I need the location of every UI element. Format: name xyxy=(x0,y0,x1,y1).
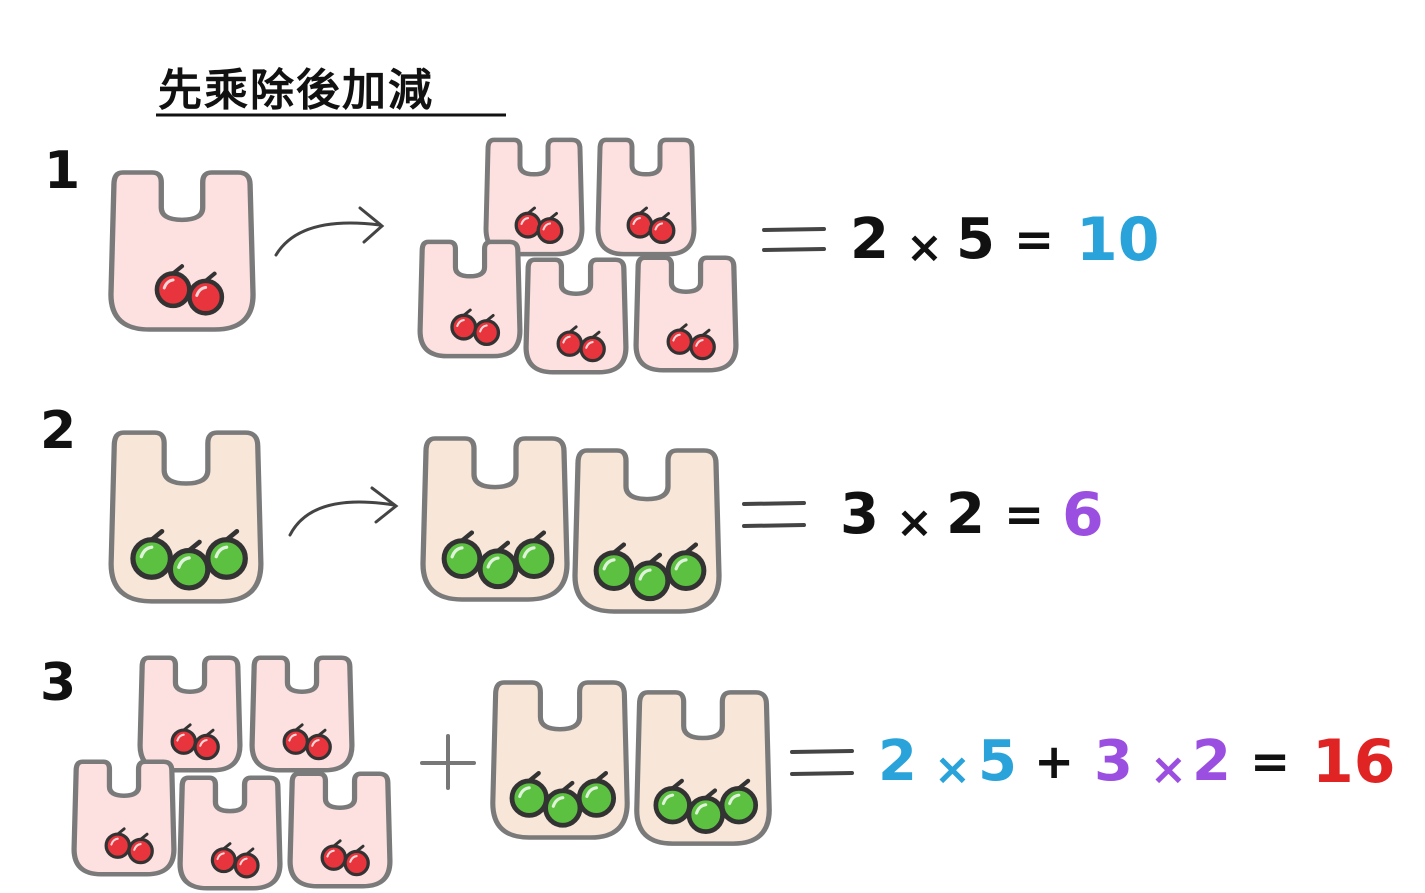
apple-icon xyxy=(343,844,370,877)
row-3-eq: = xyxy=(1250,734,1290,790)
apple-icon xyxy=(536,211,564,245)
apple-icon xyxy=(689,328,716,361)
row-3-plus-sign xyxy=(420,734,476,790)
apple-icon xyxy=(473,313,501,347)
row-1-eq: = xyxy=(1014,212,1054,268)
apple-icon xyxy=(629,552,671,602)
apple-icon xyxy=(193,728,220,761)
row-2-eq: = xyxy=(1004,487,1044,543)
row-3-factor-d: 2 xyxy=(1192,729,1231,794)
row-2-result: 6 xyxy=(1062,480,1104,550)
apple-icon xyxy=(282,723,309,755)
row-3-equation: 2 × 5 + 3 × 2 = 16 xyxy=(790,727,1396,797)
row-2-equation: 3 × 2 = 6 xyxy=(742,480,1104,550)
row-3-big-equals xyxy=(790,749,854,776)
apple-icon xyxy=(666,323,693,355)
apple-icon xyxy=(233,847,260,879)
row-1-times: × xyxy=(906,222,943,273)
row-3-red-bag xyxy=(74,762,174,874)
apple-icon xyxy=(665,542,707,591)
row-3-factor-c: 3 xyxy=(1094,729,1133,794)
row-3-index: 3 xyxy=(40,653,76,713)
arrow-row-2 xyxy=(288,486,399,537)
row-2-index: 2 xyxy=(40,401,76,461)
row-1-index: 1 xyxy=(44,141,80,201)
row-1-single-red-bag xyxy=(111,172,253,329)
page-title: 先乘除後加減 xyxy=(158,65,434,116)
apple-icon xyxy=(441,530,483,579)
row-3-times-2: × xyxy=(1150,744,1187,795)
row-3-result: 16 xyxy=(1312,727,1396,797)
row-3-red-bag xyxy=(140,658,240,770)
apple-icon xyxy=(576,771,617,818)
row-3-red-bag xyxy=(290,774,390,886)
row-2-factor-b: 2 xyxy=(946,482,985,547)
apple-icon xyxy=(648,211,676,245)
row-3-plus: + xyxy=(1034,734,1074,790)
apple-icon xyxy=(205,528,248,580)
row-3-factor-b: 5 xyxy=(978,729,1017,794)
apple-icon xyxy=(210,842,237,874)
row-1-factor-b: 5 xyxy=(956,207,995,272)
apple-icon xyxy=(305,728,332,761)
row-1-red-bag xyxy=(598,140,694,254)
apple-icon xyxy=(579,330,606,363)
row-2-green-bag xyxy=(575,451,719,612)
row-2-green-bag xyxy=(423,439,567,600)
row-2-times: × xyxy=(896,497,933,548)
row-1-equation: 2 × 5 = 10 xyxy=(762,205,1160,275)
apple-icon xyxy=(477,540,519,590)
row-1-result: 10 xyxy=(1076,205,1160,275)
row-3-red-bag xyxy=(252,658,352,770)
bags-group xyxy=(74,140,769,888)
row-1-big-equals xyxy=(762,227,826,252)
row-1-red-bag xyxy=(420,242,520,356)
arrow-row-1 xyxy=(274,206,385,257)
row-1-red-bag xyxy=(636,258,736,370)
apple-icon xyxy=(127,832,154,865)
row-1-red-bag xyxy=(486,140,582,254)
row-1-red-bag xyxy=(526,260,626,372)
apple-icon xyxy=(719,778,759,825)
row-3-times-1: × xyxy=(934,744,971,795)
row-3-red-bag xyxy=(180,778,280,888)
apple-icon xyxy=(130,528,174,580)
apple-icon xyxy=(167,539,211,591)
row-2-big-equals xyxy=(742,501,806,528)
apple-icon xyxy=(593,542,635,591)
row-1-factor-a: 2 xyxy=(850,207,889,272)
row-3-factor-a: 2 xyxy=(878,729,917,794)
row-3-green-bag xyxy=(637,692,769,843)
row-2-single-green-bag xyxy=(111,433,261,602)
apple-icon xyxy=(187,271,225,316)
row-3-green-bag xyxy=(493,682,627,837)
row-2-factor-a: 3 xyxy=(840,482,879,547)
apple-icon xyxy=(513,530,555,579)
